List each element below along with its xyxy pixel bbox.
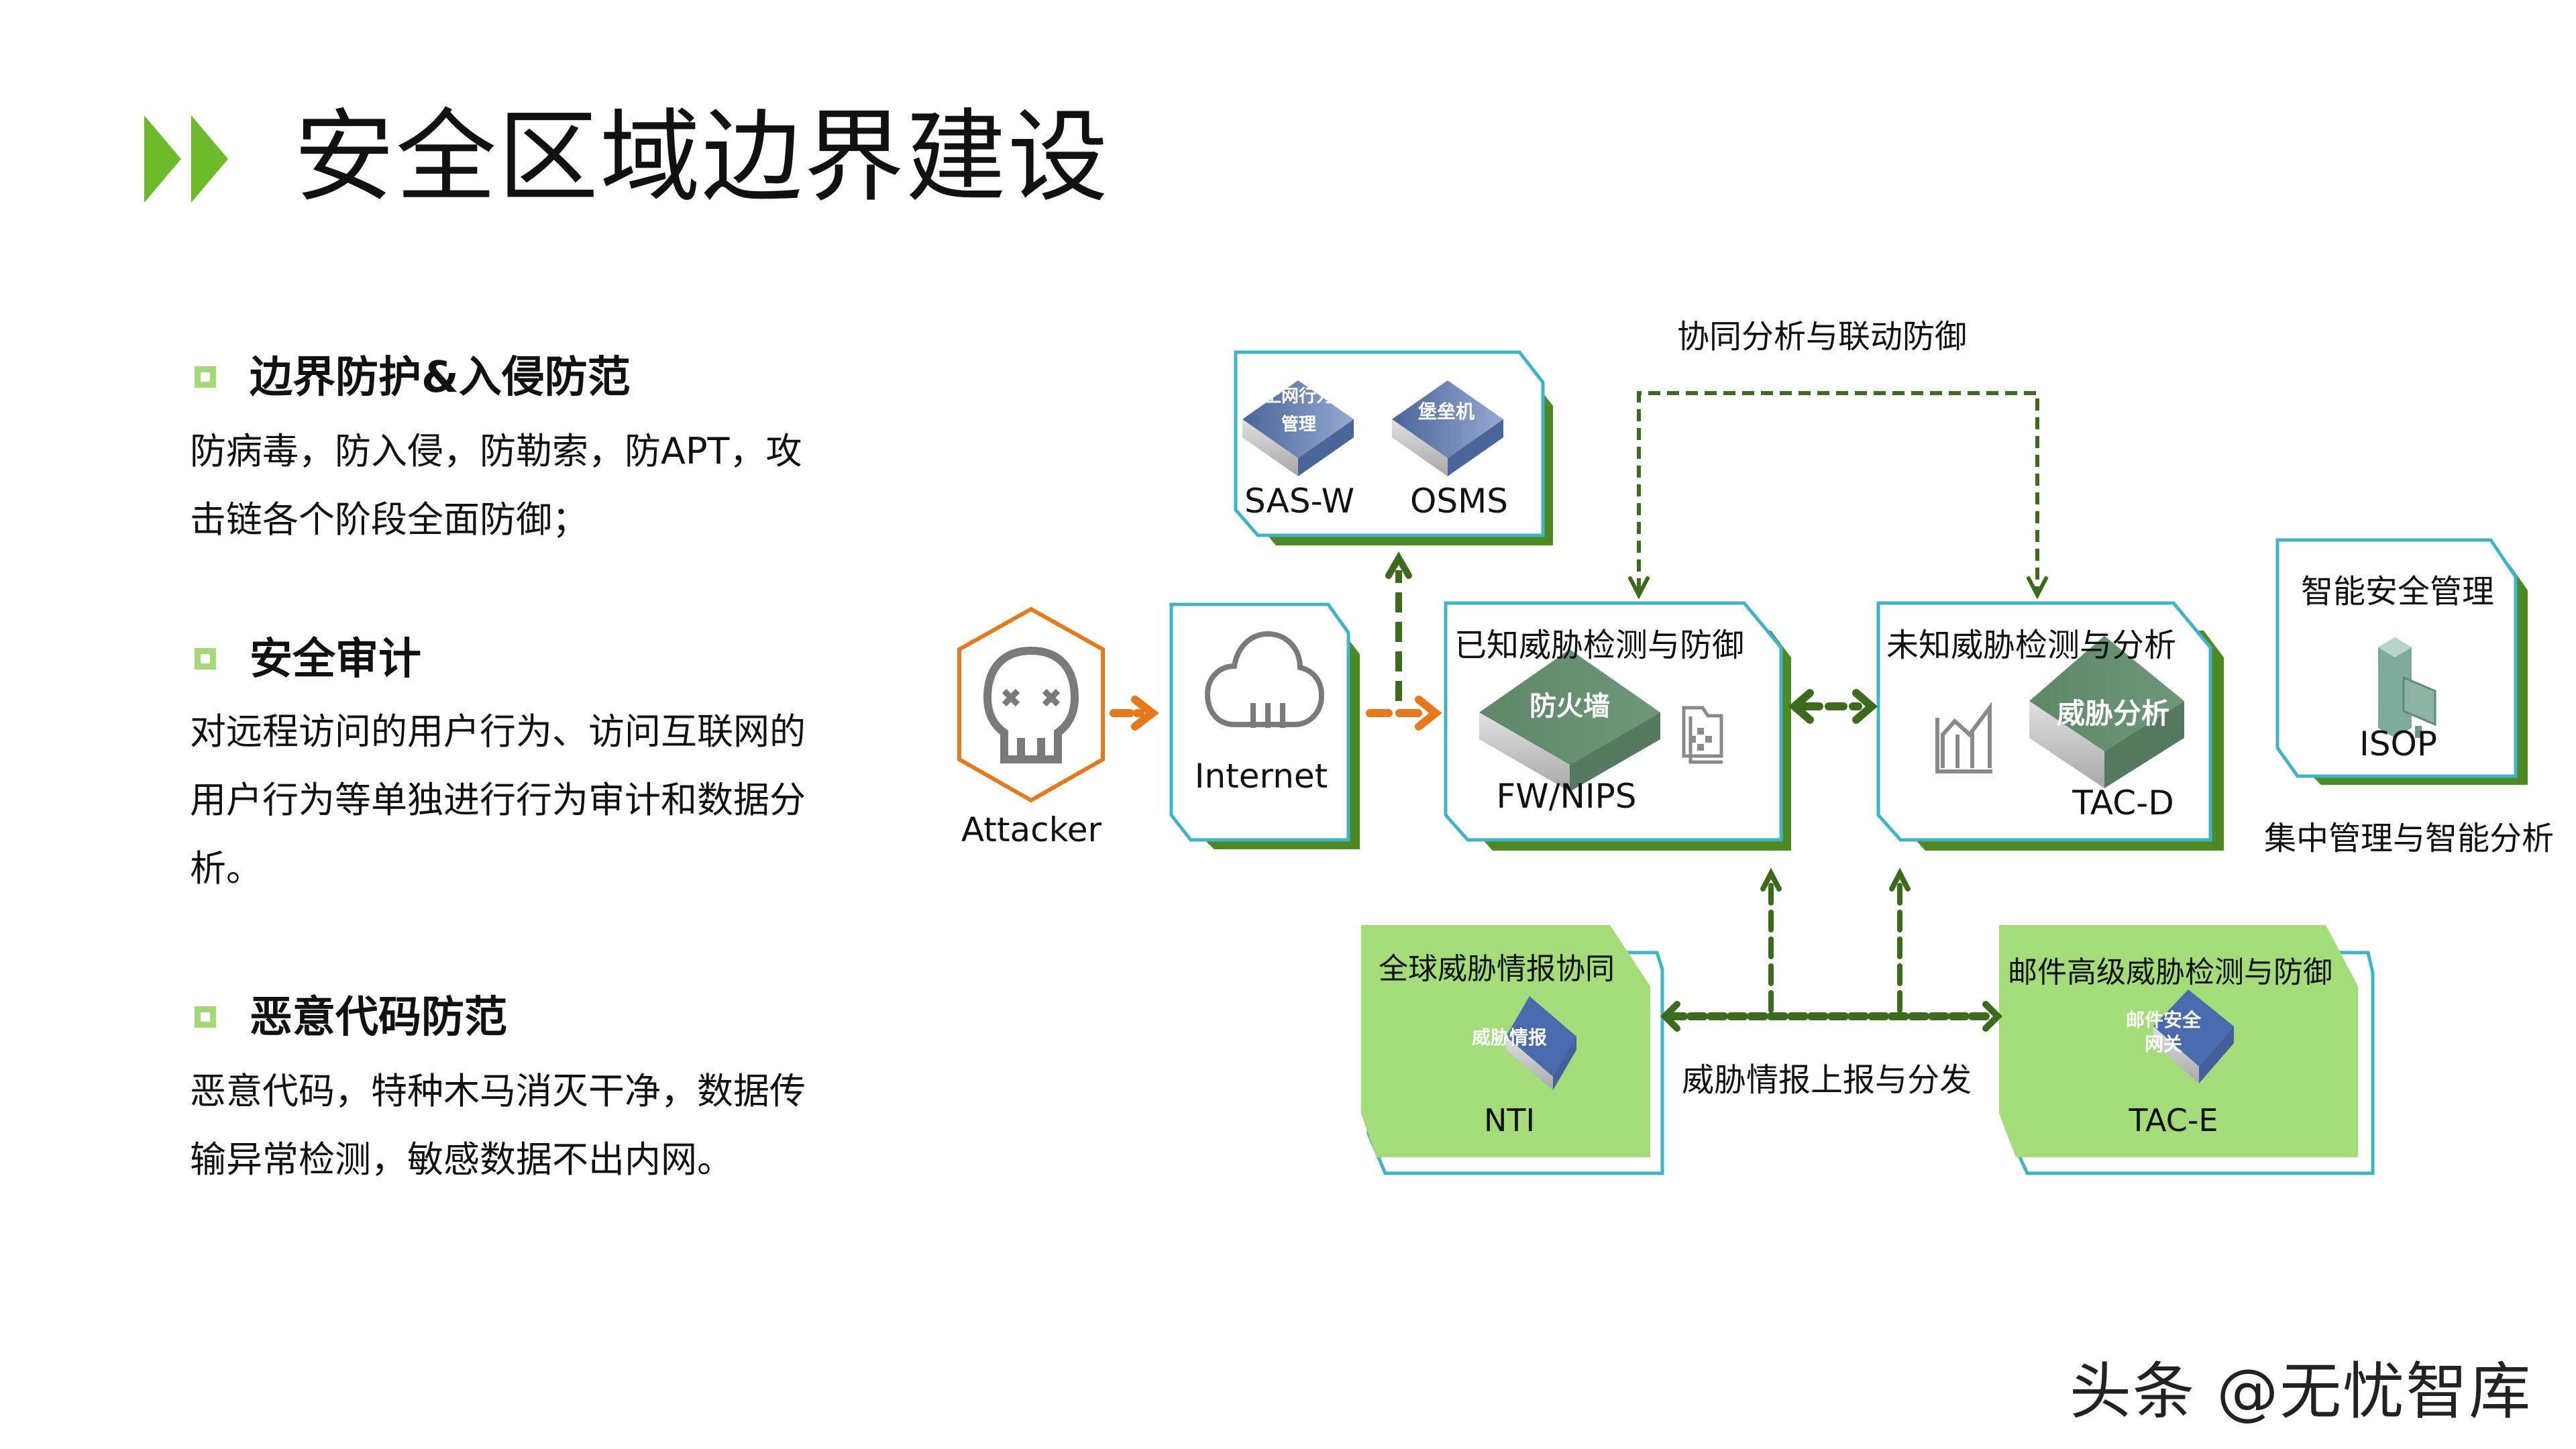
- sas-w-label: SAS-W: [1244, 482, 1355, 521]
- nti-label: NTI: [1483, 1102, 1536, 1138]
- internet-label: Internet: [1194, 757, 1328, 796]
- coordination-label: 协同分析与联动防御: [1677, 318, 1968, 356]
- workstation-icon: [2378, 637, 2436, 738]
- device-badge-firewall: 防火墙: [1529, 691, 1610, 722]
- bullet-text-line: 析。: [190, 847, 262, 890]
- bullet-square-icon: [195, 1006, 216, 1028]
- fw-nips-label: FW/NIPS: [1496, 777, 1637, 816]
- page-title: 安全区域边界建设: [294, 99, 1110, 216]
- coordination-loop: [1628, 391, 2048, 600]
- device-badge-sas-w: 上网行为 管理: [1263, 386, 1334, 435]
- management-caption: 集中管理与智能分析: [2264, 820, 2555, 857]
- osms-label: OSMS: [1410, 482, 1508, 521]
- bullet-heading-border-protection: 边界防护&入侵防范: [250, 353, 631, 402]
- device-firewall: [1479, 649, 1660, 792]
- skull-icon: [983, 646, 1079, 763]
- watermark: 头条 @无忧智库: [2070, 1356, 2532, 1428]
- bullet-heading-malware-prevention: 恶意代码防范: [250, 993, 507, 1042]
- intel-box: [1361, 925, 1664, 1175]
- device-tac-e: [2153, 989, 2234, 1083]
- isop-label: ISOP: [2359, 724, 2437, 763]
- attack-arrow-1: [1110, 696, 1159, 731]
- cloud-icon: [1204, 631, 1325, 728]
- device-badge-tac-d: 威胁分析: [2056, 697, 2169, 730]
- bullet-text-line: 防病毒，防入侵，防勒索，防APT，攻: [190, 430, 802, 472]
- bullet-text-line: 输异常检测，敏感数据不出内网。: [190, 1138, 733, 1181]
- device-badge-osms: 堡垒机: [1417, 400, 1474, 423]
- fw-tacd-bidirectional-arrow: [1788, 689, 1878, 724]
- tac-e-label: TAC-E: [2129, 1102, 2218, 1138]
- intel-exchange-arrows: [1660, 867, 2003, 1032]
- device-badge-tac-e: 邮件安全 网关: [2125, 1009, 2201, 1055]
- bullet-square-icon: [195, 366, 216, 388]
- bullet-text-line: 击链各个阶段全面防御；: [190, 498, 588, 541]
- bullet-text-line: 恶意代码，特种木马消灭干净，数据传: [190, 1070, 806, 1112]
- device-nti: [1506, 996, 1576, 1090]
- device-badge-nti: 威胁情报: [1471, 1026, 1547, 1049]
- device-tac-d: [2029, 636, 2184, 788]
- attacker-label: Attacker: [961, 810, 1102, 849]
- attacker-node: [957, 606, 1105, 803]
- document-shield-icon: [1682, 706, 1723, 764]
- mail-title: 邮件高级威胁检测与防御: [2008, 955, 2332, 989]
- attack-arrow-2: [1366, 696, 1442, 731]
- title-chevrons-icon: [144, 115, 228, 203]
- known-threat-title: 已知威胁检测与防御: [1454, 627, 1745, 664]
- bullet-square-icon: [195, 648, 216, 669]
- bullet-text-line: 用户行为等单独进行行为审计和数据分: [190, 779, 806, 821]
- device-sas-w: [1242, 380, 1354, 476]
- tac-d-label: TAC-D: [2072, 784, 2174, 822]
- unknown-threat-title: 未知威胁检测与分析: [1886, 627, 2177, 664]
- intel-title: 全球威胁情报协同: [1379, 952, 1615, 986]
- bullet-text-line: 对远程访问的用户行为、访问互联网的: [190, 710, 806, 753]
- intel-exchange-label: 威胁情报上报与分发: [1682, 1061, 1972, 1099]
- chart-icon: [1935, 702, 1992, 773]
- device-osms: [1392, 380, 1503, 476]
- link-arrow-to-audit: [1385, 551, 1412, 701]
- management-title: 智能安全管理: [2301, 573, 2495, 610]
- bullet-heading-security-audit: 安全审计: [250, 635, 421, 684]
